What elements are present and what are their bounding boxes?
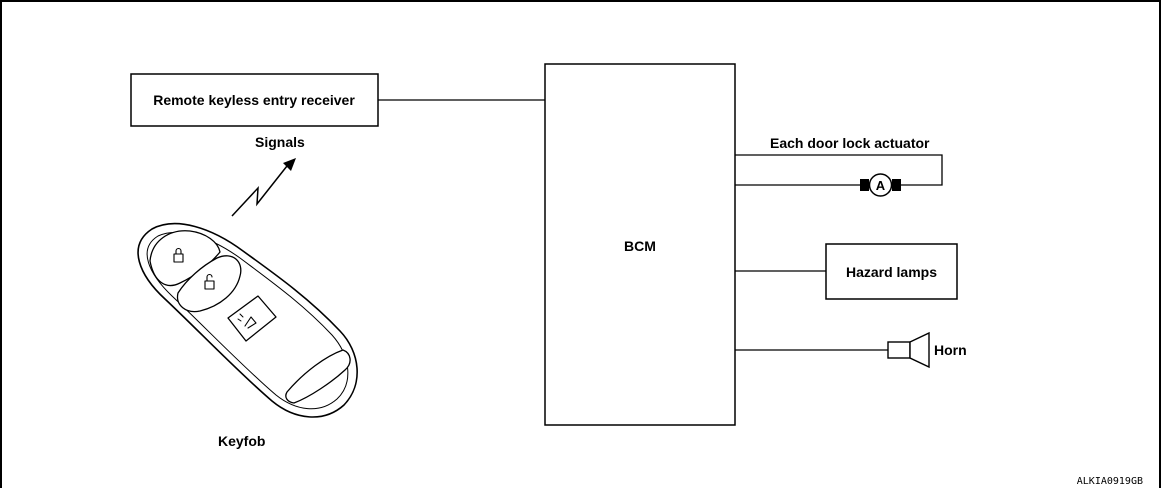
hazard-lamps-label: Hazard lamps (846, 264, 937, 280)
door-actuator-label: Each door lock actuator (770, 135, 930, 151)
keyfob-label: Keyfob (218, 433, 265, 449)
bcm-label: BCM (624, 238, 656, 254)
wireless-signal-icon (231, 158, 296, 217)
door-actuator-wire-return (735, 154, 943, 186)
actuator-symbol-letter: A (876, 178, 886, 193)
hazard-lamps-box (825, 243, 958, 300)
bcm-box (544, 63, 736, 426)
keyfob-icon (137, 222, 358, 418)
signals-label: Signals (255, 134, 305, 150)
figure-code: ALKIA0919GB (1077, 476, 1143, 487)
receiver-label: Remote keyless entry receiver (153, 92, 355, 108)
horn-icon (887, 331, 930, 369)
horn-label: Horn (934, 342, 967, 358)
door-lock-actuator-motor-icon: A (860, 173, 901, 197)
